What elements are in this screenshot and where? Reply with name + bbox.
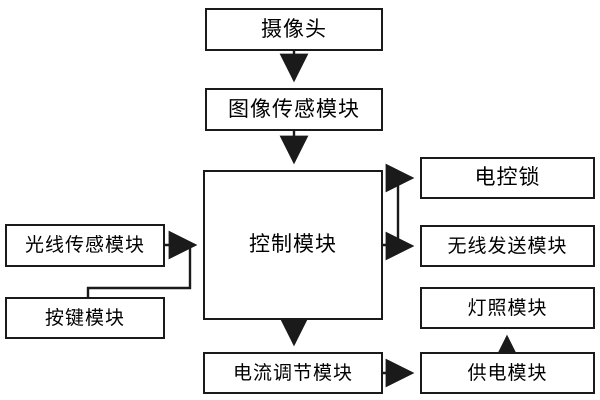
node-label-power-supply: 供电模块 (467, 361, 548, 384)
node-label-current-adjust: 电流调节模块 (232, 361, 353, 384)
connector-control-to-electric-lock (383, 163, 415, 247)
node-current-adjust[interactable]: 电流调节模块 (203, 352, 383, 394)
node-label-light-sensor: 光线传感模块 (24, 234, 145, 257)
node-electric-lock[interactable]: 电控锁 (420, 157, 595, 199)
node-label-camera: 摄像头 (261, 16, 327, 41)
node-image-sensor[interactable]: 图像传感模块 (205, 88, 383, 131)
node-label-image-sensor: 图像传感模块 (228, 96, 360, 121)
node-power-supply[interactable]: 供电模块 (420, 352, 595, 394)
node-label-key: 按键模块 (44, 306, 125, 329)
node-label-electric-lock: 电控锁 (474, 165, 541, 190)
node-label-control: 控制模块 (249, 232, 337, 257)
node-label-wireless-tx: 无线发送模块 (447, 234, 568, 257)
node-label-lighting: 灯照模块 (467, 296, 548, 319)
node-control[interactable]: 控制模块 (203, 170, 383, 320)
node-light-sensor[interactable]: 光线传感模块 (5, 224, 165, 267)
node-lighting[interactable]: 灯照模块 (420, 287, 595, 329)
node-key[interactable]: 按键模块 (5, 297, 165, 339)
node-camera[interactable]: 摄像头 (205, 8, 383, 51)
node-wireless-tx[interactable]: 无线发送模块 (420, 225, 595, 267)
